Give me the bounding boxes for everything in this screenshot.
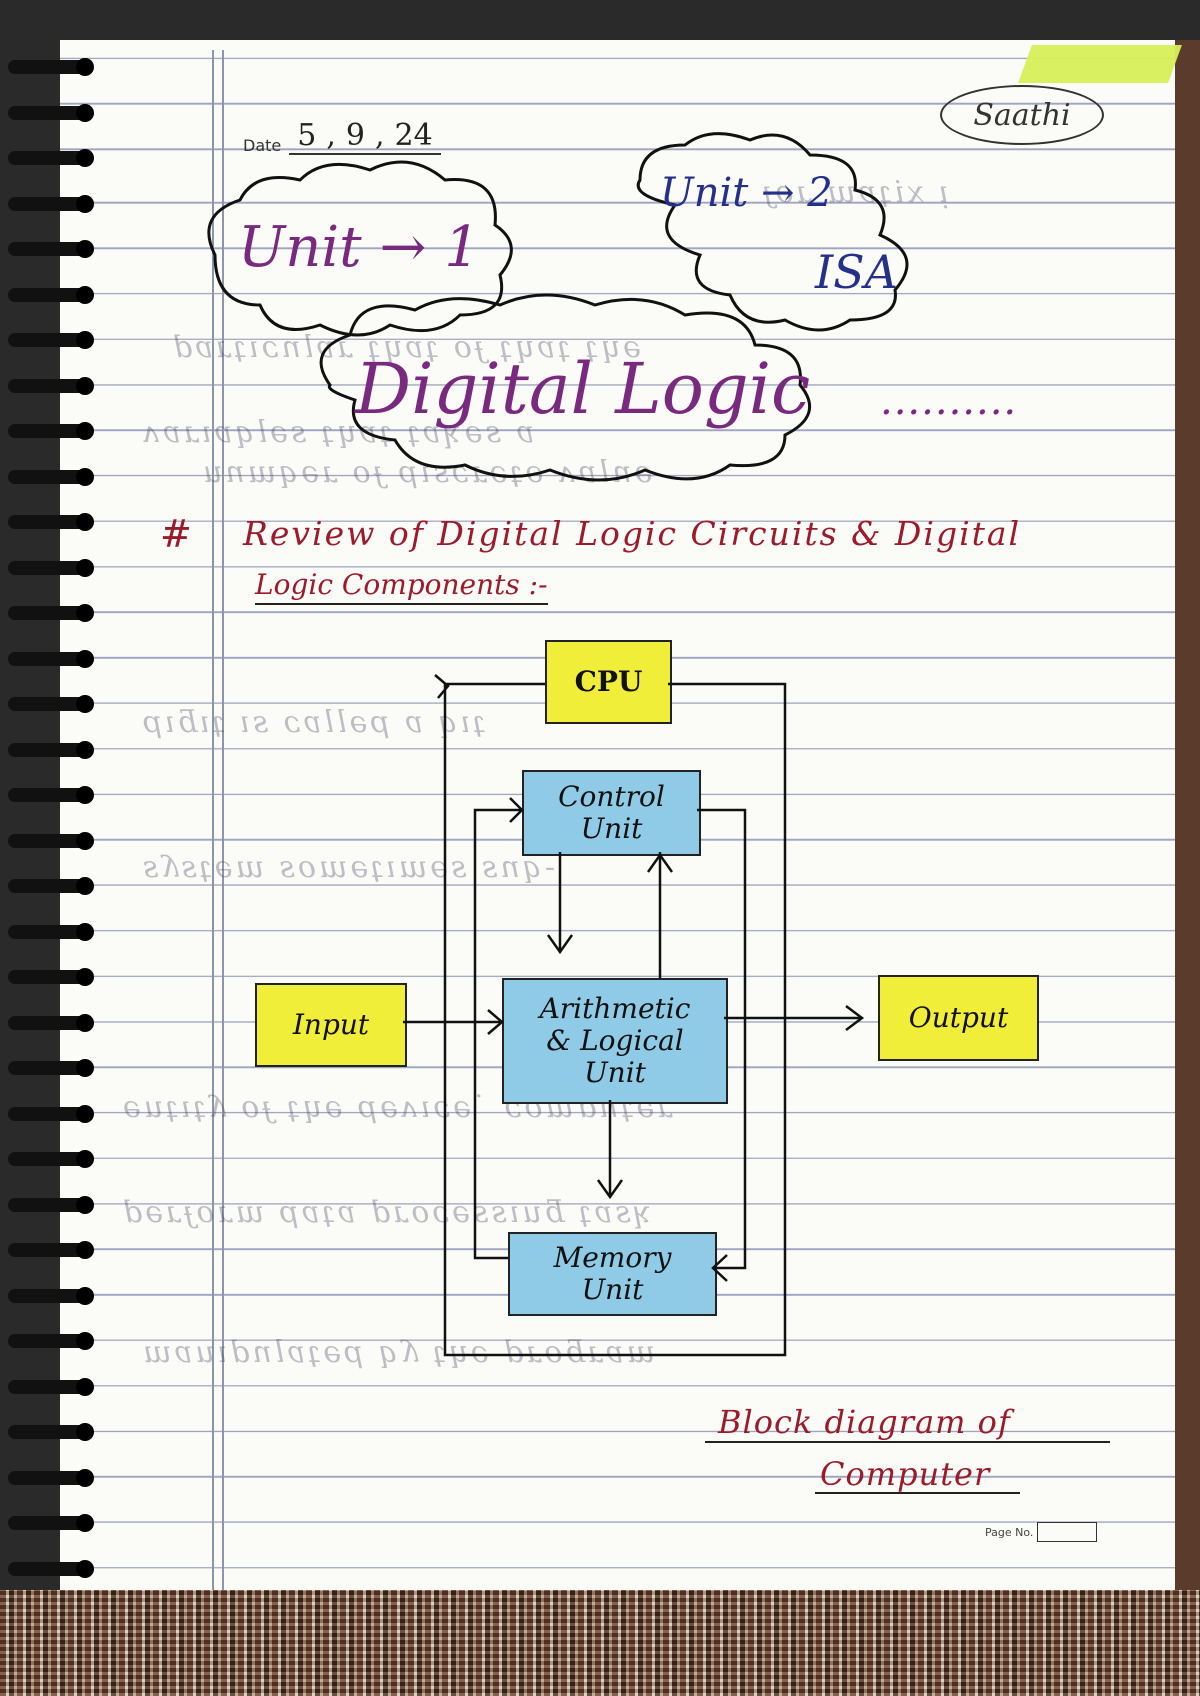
date-month: 9 <box>345 118 365 153</box>
page-number-field: Page No. <box>985 1522 1098 1542</box>
sticky-flag <box>1018 45 1182 83</box>
spiral-binding <box>0 40 110 1580</box>
binding-ring <box>8 877 94 895</box>
memory-unit-label-2: Unit <box>581 1273 644 1306</box>
binding-ring <box>8 740 94 759</box>
subtitle-line-2: Logic Components :- <box>255 568 548 605</box>
binding-ring <box>8 649 94 668</box>
output-box: Output <box>878 975 1039 1061</box>
page-number-box <box>1037 1522 1098 1542</box>
bleedthrough-text: ʞsɐʇ ƃuıssǝɔoɹd ɐʇɐp ɯɹoɟɹǝd <box>120 1195 652 1230</box>
bleedthrough-text: ǝnlɐʌ ǝʇǝɹɔsıp ɟo ɹǝqɯnu <box>200 455 653 490</box>
binding-ring <box>8 285 94 304</box>
heading-unit-1: Unit → 1 <box>238 215 480 280</box>
bleedthrough-text: ɯɐɹƃoɹd ǝɥʇ ʎq pǝʇɐlndıuɐɯ <box>140 1335 656 1370</box>
binding-ring <box>8 922 94 941</box>
bleedthrough-text: ʇıq ɐ pǝllɐɔ sı ʇıƃıp <box>140 705 486 740</box>
alu-label-1: Arithmetic <box>539 991 691 1025</box>
binding-ring <box>8 786 94 804</box>
cpu-box: CPU <box>545 640 672 724</box>
binding-ring <box>8 1241 94 1259</box>
binding-ring <box>8 149 94 167</box>
binding-ring <box>8 968 94 986</box>
subtitle-line-1: Review of Digital Logic Circuits & Digit… <box>243 514 1022 553</box>
binding-ring <box>8 558 94 577</box>
date-field: Date 5, 9, 24 <box>243 118 441 155</box>
binding-ring <box>8 1514 94 1532</box>
control-unit-label-2: Unit <box>580 812 643 845</box>
binding-ring <box>8 1423 94 1441</box>
brand-logo: Saathi <box>940 85 1104 145</box>
binding-ring <box>8 831 94 850</box>
binding-ring <box>8 103 94 122</box>
memory-unit-label-1: Memory <box>553 1240 672 1274</box>
brand-text: Saathi <box>973 97 1071 133</box>
binding-ring <box>8 1059 94 1077</box>
binding-ring <box>8 331 94 349</box>
input-box: Input <box>255 983 407 1067</box>
heading-unit-2: Unit → 2 <box>660 170 833 216</box>
binding-ring <box>8 194 94 213</box>
background-strip <box>1172 40 1200 1600</box>
binding-ring <box>8 1332 94 1350</box>
alu-label-3: Unit <box>584 1056 646 1090</box>
binding-ring <box>8 1468 94 1487</box>
alu-label-2: & Logical <box>546 1023 684 1057</box>
binding-ring <box>8 467 94 486</box>
binding-ring <box>8 1286 94 1305</box>
binding-ring <box>8 422 94 440</box>
control-unit-label-1: Control <box>558 779 665 813</box>
margin-line <box>212 50 214 1590</box>
date-year: 24 <box>394 118 433 153</box>
alu-box: Arithmetic & Logical Unit <box>502 978 728 1104</box>
subtitle-hash: # <box>160 512 192 556</box>
binding-ring <box>8 58 94 76</box>
binding-ring <box>8 1195 94 1214</box>
page-number-label: Page No. <box>985 1525 1034 1539</box>
heading-dots: .......... <box>880 378 1018 424</box>
fabric-background <box>0 1590 1200 1696</box>
binding-ring <box>8 1377 94 1396</box>
heading-isa: ISA <box>815 245 898 299</box>
binding-ring <box>8 695 94 713</box>
heading-digital-logic: Digital Logic <box>355 348 811 430</box>
memory-unit-box: Memory Unit <box>508 1232 717 1316</box>
date-day: 5 <box>297 118 317 153</box>
margin-line <box>222 50 224 1590</box>
bleedthrough-text: -qns sǝɯıʇǝɯos ɯǝʇsʎs <box>140 850 556 885</box>
binding-ring <box>8 1559 94 1578</box>
cpu-label: CPU <box>574 664 643 698</box>
binding-ring <box>8 1104 94 1123</box>
binding-ring <box>8 376 94 395</box>
binding-ring <box>8 240 94 258</box>
date-label: Date <box>243 136 282 155</box>
diagram-caption-line-1: Block diagram of <box>718 1403 1011 1441</box>
input-label: Input <box>292 1007 370 1041</box>
control-unit-box: Control Unit <box>522 770 701 856</box>
binding-ring <box>8 513 94 531</box>
output-label: Output <box>908 1000 1009 1034</box>
binding-ring <box>8 1013 94 1032</box>
binding-ring <box>8 604 94 622</box>
binding-ring <box>8 1150 94 1168</box>
diagram-caption-line-2: Computer <box>820 1455 991 1493</box>
